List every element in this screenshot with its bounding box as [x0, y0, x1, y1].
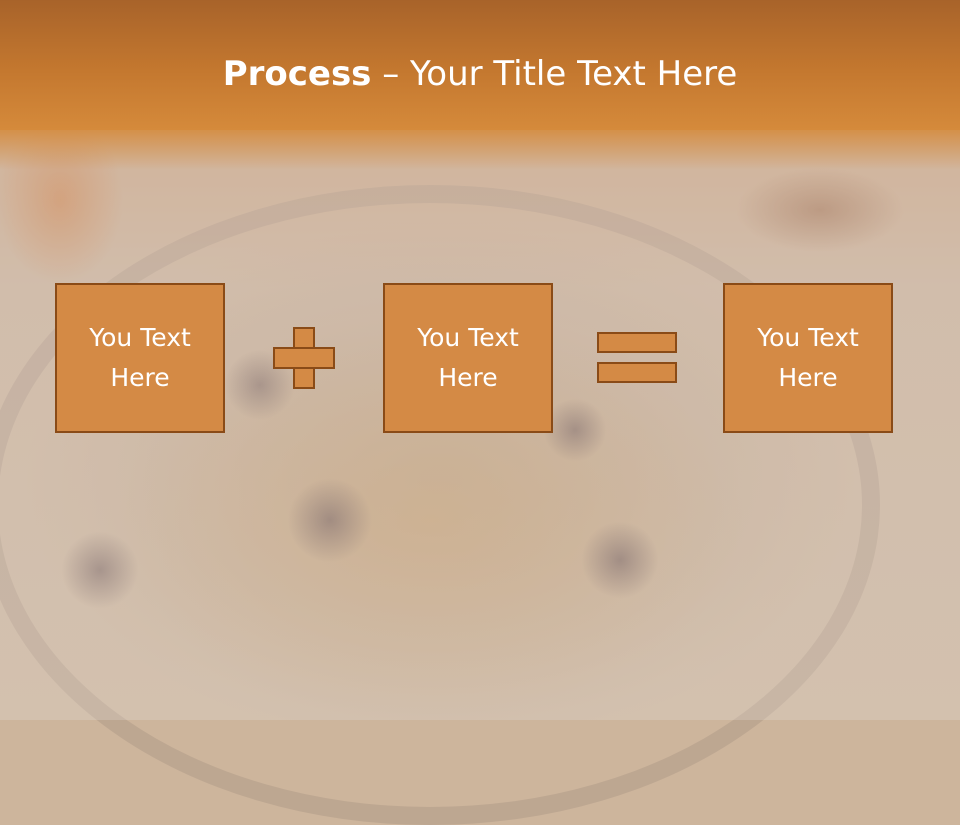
equals-bottom-bar	[597, 362, 677, 383]
slide-title[interactable]: Process – Your Title Text Here	[0, 52, 960, 96]
process-box-2[interactable]: You Text Here	[383, 283, 553, 433]
title-bold: Process	[222, 54, 372, 94]
equals-top-bar	[597, 332, 677, 353]
plus-icon	[273, 327, 335, 389]
title-band	[0, 0, 960, 170]
process-box-1-text: You Text Here	[89, 323, 191, 392]
equals-icon	[597, 332, 677, 384]
title-rest: – Your Title Text Here	[371, 54, 738, 94]
process-box-2-text: You Text Here	[417, 323, 519, 392]
plus-center	[295, 349, 313, 367]
process-box-3-text: You Text Here	[757, 323, 859, 392]
process-box-1[interactable]: You Text Here	[55, 283, 225, 433]
process-box-3[interactable]: You Text Here	[723, 283, 893, 433]
